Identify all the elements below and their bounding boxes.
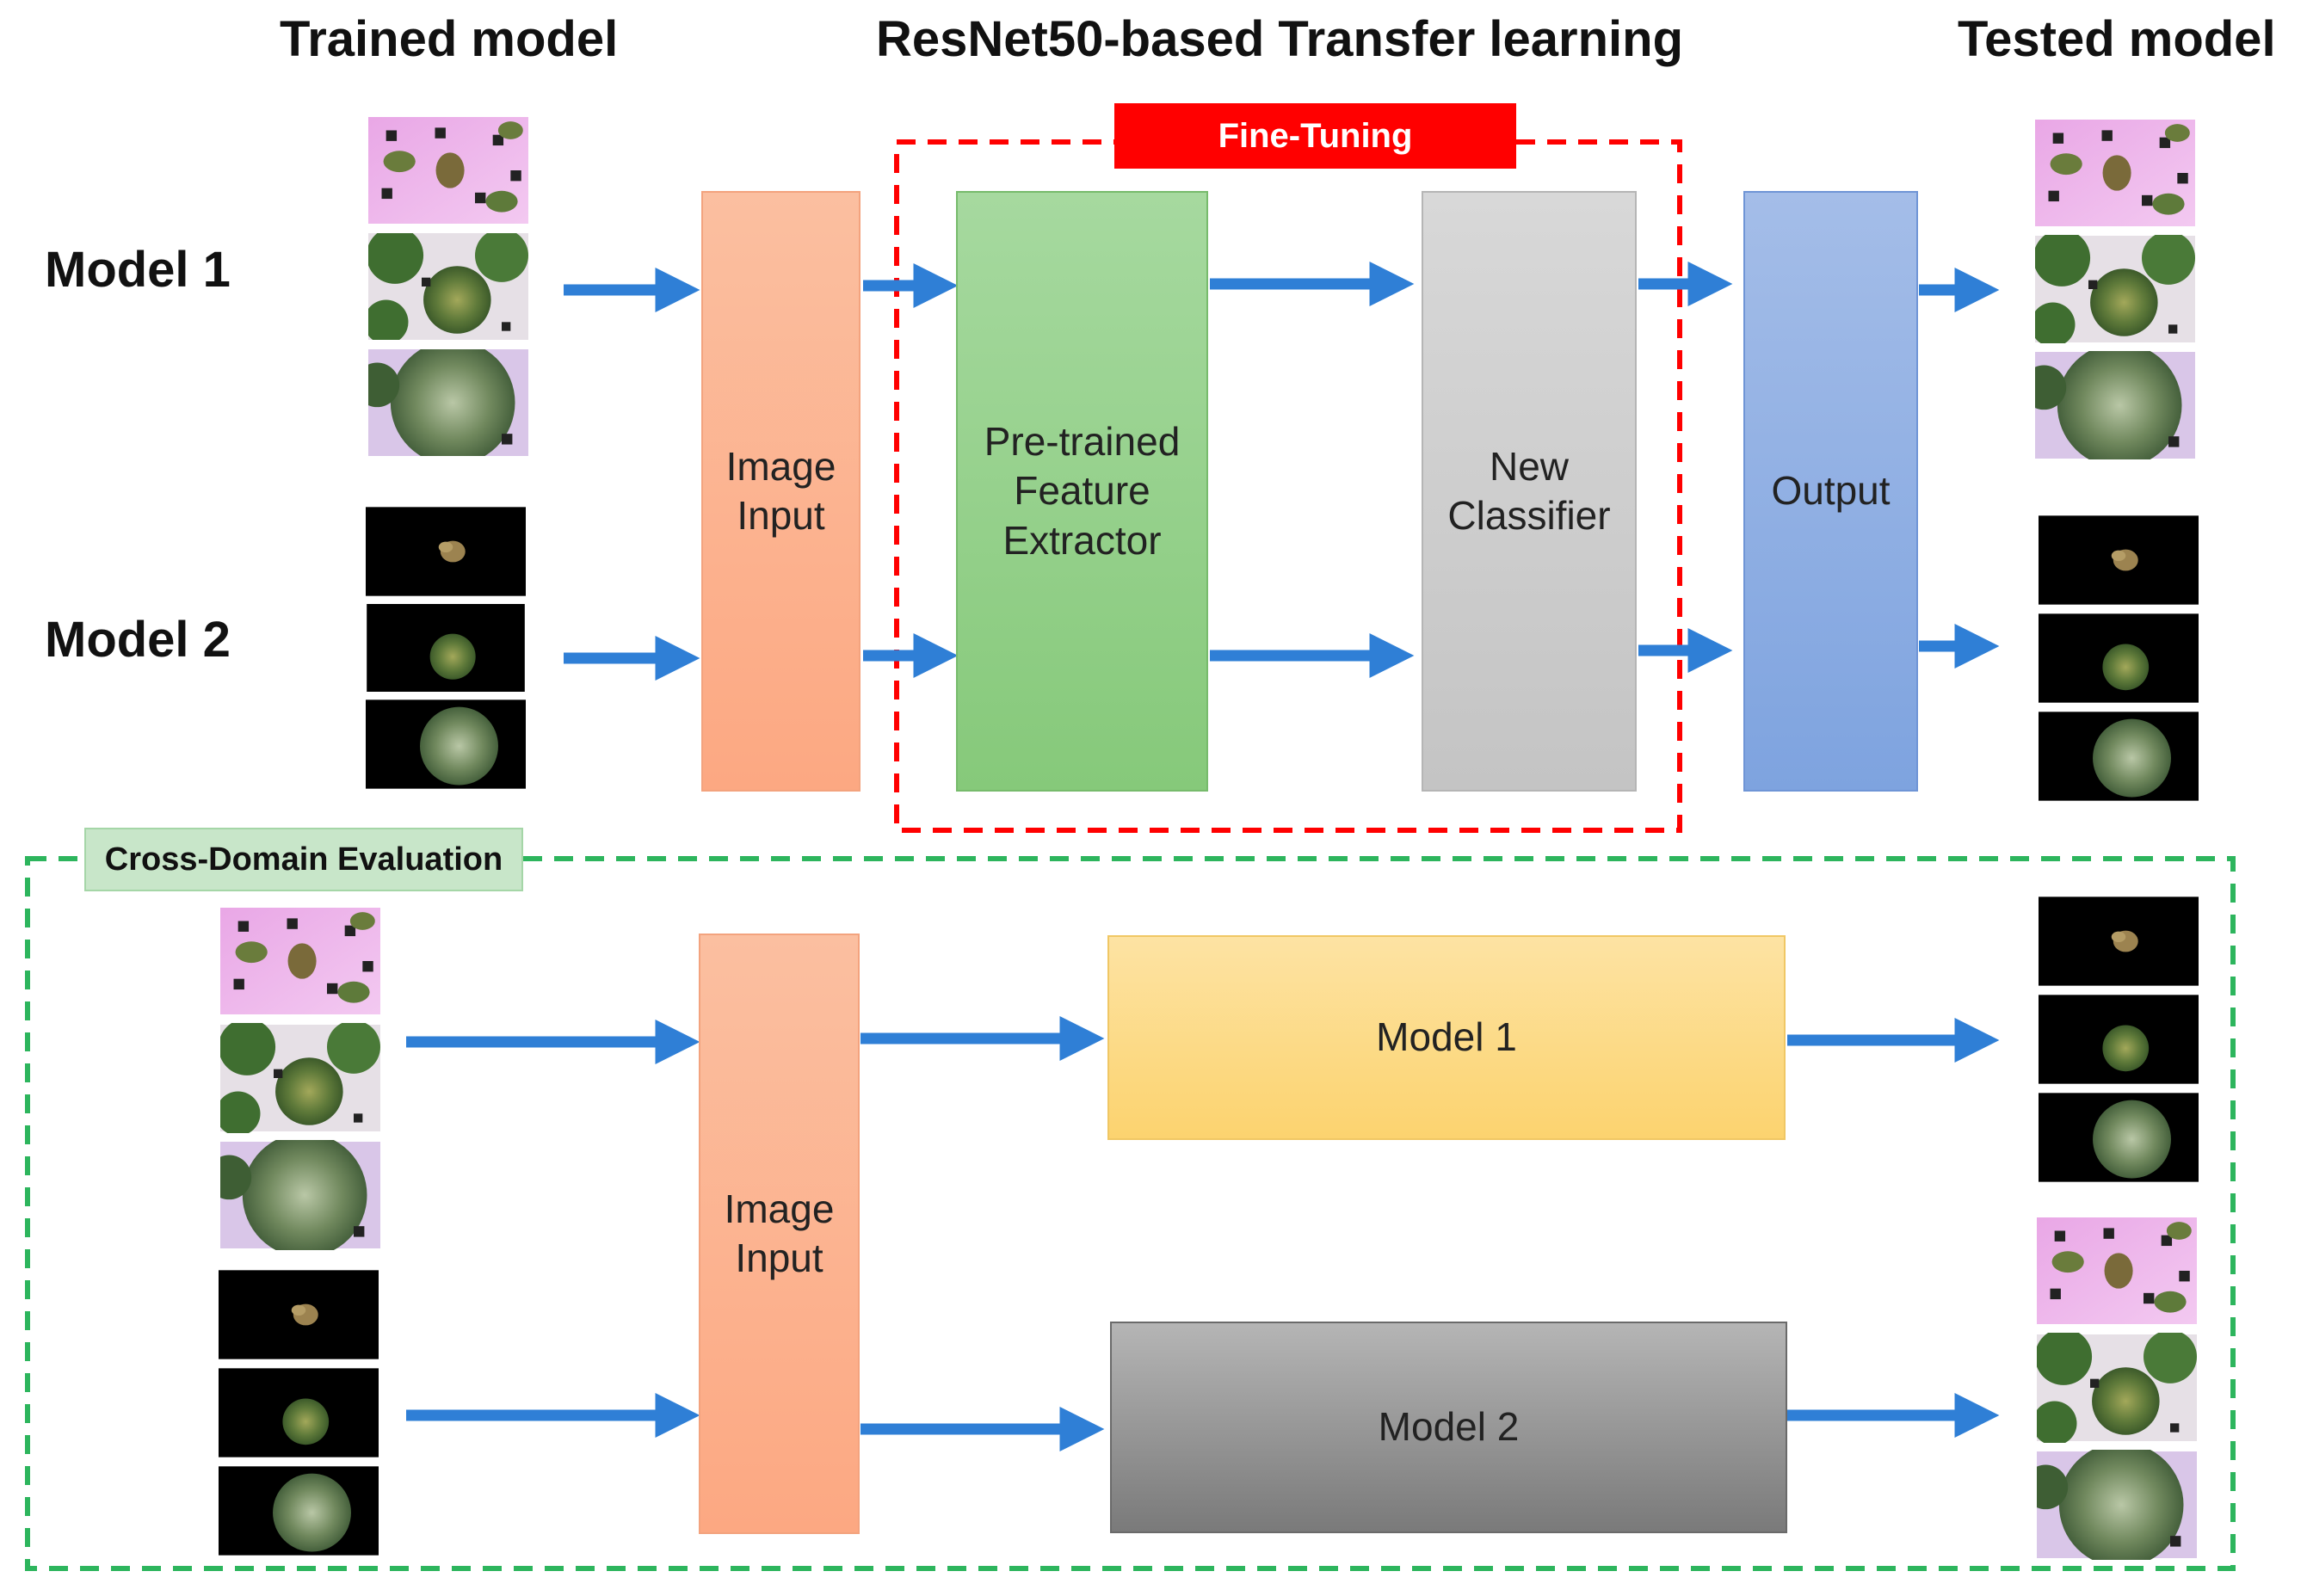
model2-box: Model 2 <box>1110 1322 1787 1533</box>
lettuce-pink-photo <box>2033 348 2198 462</box>
image-input-block-top: Image Input <box>701 191 860 792</box>
lettuce-pink-photo <box>2034 1330 2199 1445</box>
cross-domain-tag: Cross-Domain Evaluation <box>84 828 523 891</box>
row-label-model1: Model 1 <box>45 242 231 298</box>
lettuce-black-photo <box>2036 512 2201 608</box>
new-classifier-line2: Classifier <box>1447 493 1611 538</box>
lettuce-pink-photo <box>2033 232 2198 346</box>
lettuce-pink-photo <box>2034 1447 2199 1562</box>
lettuce-pink-photo <box>218 1137 383 1253</box>
image-input-top-line1: Image <box>725 443 836 489</box>
output-block: Output <box>1743 191 1918 792</box>
model2-box-label: Model 2 <box>1378 1404 1520 1450</box>
output-label: Output <box>1771 468 1891 514</box>
new-classifier-line1: New <box>1489 443 1570 489</box>
feature-extractor-line2: Feature <box>1014 468 1150 514</box>
lettuce-black-photo <box>216 1365 381 1461</box>
lettuce-black-photo <box>363 503 528 600</box>
image-input-bottom-line2: Input <box>735 1236 823 1280</box>
lettuce-black-photo <box>2036 1089 2201 1186</box>
lettuce-pink-photo <box>366 231 531 342</box>
lettuce-black-photo <box>216 1266 381 1363</box>
fine-tuning-frame <box>894 139 1682 833</box>
lettuce-pink-photo <box>218 903 383 1019</box>
lettuce-pink-photo <box>366 114 531 226</box>
header-trained-model: Trained model <box>280 11 619 67</box>
feature-extractor-block: Pre-trained Feature Extractor <box>956 191 1208 792</box>
lettuce-pink-photo <box>366 347 531 459</box>
lettuce-black-photo <box>363 601 528 694</box>
lettuce-pink-photo <box>2034 1213 2199 1328</box>
image-input-top-line2: Input <box>737 493 825 538</box>
image-input-bottom-line1: Image <box>724 1186 835 1231</box>
model1-box: Model 1 <box>1107 935 1786 1140</box>
lettuce-black-photo <box>2036 991 2201 1088</box>
lettuce-black-photo <box>216 1463 381 1559</box>
lettuce-pink-photo <box>218 1020 383 1136</box>
lettuce-black-photo <box>2036 893 2201 989</box>
lettuce-black-photo <box>363 696 528 792</box>
lettuce-black-photo <box>2036 708 2201 804</box>
model1-box-label: Model 1 <box>1376 1014 1517 1060</box>
lettuce-pink-photo <box>2033 116 2198 230</box>
row-label-model2: Model 2 <box>45 612 231 668</box>
fine-tuning-tag: Fine-Tuning <box>1114 103 1516 169</box>
image-input-block-bottom: Image Input <box>699 934 860 1534</box>
header-tested-model: Tested model <box>1958 11 2276 67</box>
feature-extractor-line1: Pre-trained <box>984 418 1181 464</box>
feature-extractor-line3: Extractor <box>1002 517 1162 563</box>
new-classifier-block: New Classifier <box>1422 191 1637 792</box>
lettuce-black-photo <box>2036 610 2201 706</box>
header-resnet-transfer-learning: ResNet50-based Transfer learning <box>876 11 1684 67</box>
cross-domain-frame <box>25 856 2236 1571</box>
